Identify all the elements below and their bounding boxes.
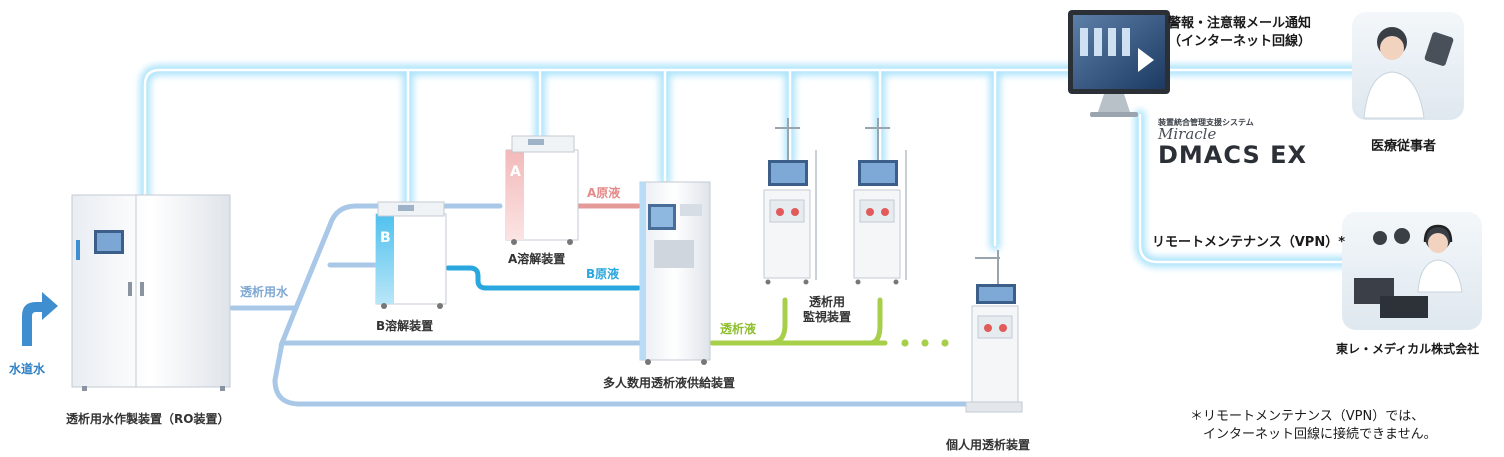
personal-unit-label: 個人用透析装置 [946,438,1031,452]
a-dissolver-label: A溶解装置 [508,252,566,266]
ro-unit-label: 透析用水作製装置（RO装置） [66,412,230,426]
b-concentrate-pipe [445,265,641,291]
a-concentrate-label: A原液 [587,186,621,200]
remote-maintenance-label: リモートメンテナンス（VPN）* [1152,235,1346,250]
tablet-icon [1424,32,1454,66]
tap-water-arrow-icon [22,292,58,346]
ro-unit [71,194,231,391]
brand-script-text: Miracle [1157,125,1216,143]
dialysis-water-pipes [229,203,968,407]
monitor-unit-2 [853,118,907,285]
b-dissolver-label: B溶解装置 [376,319,434,333]
footnote: ＊リモートメンテナンス（VPN）では、 インターネット回線に接続できません。 [1190,409,1437,442]
company-label: 東レ・メディカル株式会社 [1336,342,1480,356]
a-dissolver-unit [505,135,579,245]
monitor-unit-1 [763,118,817,285]
dialysate-pipe [709,297,888,346]
dialysate-continuation-dots [901,339,949,347]
b-concentrate-label: B原液 [586,267,620,281]
alert-mail-label: 警報・注意報メール通知 （インターネット回線） [1168,16,1312,49]
brand-name-text: DMACS EX [1158,141,1307,169]
a-tag: A [510,164,521,180]
tap-water-label: 水道水 [9,362,46,376]
network-glow-line [139,64,1366,268]
b-tag: B [380,230,391,246]
headset-icon [1423,224,1453,243]
multi-supply-unit [639,181,711,365]
medical-staff-label: 医療従事者 [1371,139,1437,154]
monitor-icon [1068,10,1170,117]
medical-staff-photo [1352,12,1464,120]
multi-supply-label: 多人数用透析液供給装置 [603,376,736,390]
personal-dialysis-unit [965,250,1023,413]
call-center-photo [1342,212,1482,330]
b-dissolver-unit [375,201,447,309]
monitor-unit-label: 透析用 監視装置 [803,295,852,324]
dmacs-ex-logo: Miracle DMACS EX [1157,125,1307,169]
dialysate-label: 透析液 [720,322,757,336]
system-caption: 装置統合管理支援システム [1158,118,1254,127]
dialysis-water-label: 透析用水 [240,285,289,299]
